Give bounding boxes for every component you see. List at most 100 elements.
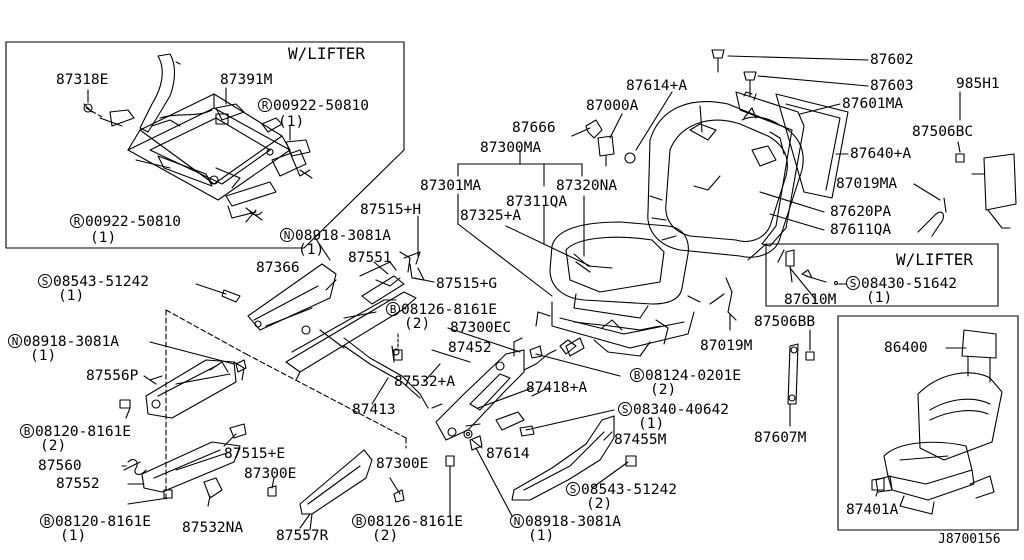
part-87602: 87602 [870,52,914,68]
complete-seat-panel-frame [837,315,1019,531]
part-87300MA: 87300MA [480,140,542,156]
part-number: 00922-50810 [273,98,370,114]
part-number: 08918-3081A [525,514,622,530]
part-87515G: 87515+G [436,276,498,292]
b-marker-icon: B [386,302,400,316]
part-87515H: 87515+H [360,202,422,218]
qty-08126-8161E-top: (2) [404,316,431,332]
r-marker-icon: R [258,98,272,112]
part-87556P: 87556P [86,368,139,384]
part-number: 08124-0201E [645,368,742,384]
part-87366: 87366 [256,260,300,276]
part-87610M: 87610M [784,292,837,308]
part-87401A: 87401A [846,502,899,518]
b-marker-icon: B [630,368,644,382]
b-marker-icon: B [352,514,366,528]
part-87560: 87560 [38,458,82,474]
s-marker-icon: S [38,274,52,288]
part-87607M: 87607M [754,430,807,446]
part-985H1: 985H1 [956,76,1000,92]
rail-assembly [123,251,615,531]
part-number: 08918-3081A [295,228,392,244]
part-87506BB: 87506BB [754,314,816,330]
part-87019M: 87019M [700,338,753,354]
lifter-right-panel-frame [765,243,999,307]
qty-08918-3081A-mid: (1) [30,348,57,364]
part-number: 08918-3081A [23,334,120,350]
part-87455M: 87455M [614,432,667,448]
qty-08120-8161E-bottom: (1) [60,528,87,544]
qty-08543-51242-bottom: (2) [586,496,613,512]
part-87614: 87614 [486,446,530,462]
n-marker-icon: N [8,334,22,348]
diagram-code: J8700156 [938,532,1001,547]
qty-08120-8161E-top: (2) [40,438,67,454]
qty-08430-51642: (1) [866,290,893,306]
lifter-mechanism [83,53,313,221]
r-marker-icon: R [70,214,84,228]
cushion-drawing [535,221,701,357]
lifter-panel-frame [5,41,405,249]
lifter-panel-title: W/LIFTER [288,44,366,63]
part-number: 08126-8161E [367,514,464,530]
part-87418A: 87418+A [526,380,588,396]
b-marker-icon: B [20,424,34,438]
s-marker-icon: S [846,276,860,290]
part-number: 08340-40642 [633,402,730,418]
part-number: 08120-8161E [35,424,132,440]
part-87551: 87551 [348,250,392,266]
n-marker-icon: N [510,514,524,528]
qty-00922-50810-bottom: (1) [90,230,117,246]
hardware [119,49,965,507]
part-87318E: 87318E [56,72,109,88]
qty-08918-3081A-top: (1) [298,242,325,258]
lifter-right-panel-title: W/LIFTER [896,250,974,269]
part-number: 00922-50810 [85,214,182,230]
qty-08543-51242-top: (1) [58,288,85,304]
qty-00922-50810-top: (1) [278,114,305,130]
part-87325A: 87325+A [460,208,522,224]
part-87515E: 87515+E [224,446,286,462]
leader-lines [121,55,967,529]
part-87666: 87666 [512,120,556,136]
part-87452: 87452 [448,340,492,356]
lifter-right-parts [777,249,839,286]
part-87611QA: 87611QA [830,222,892,238]
complete-seat-drawing [875,329,1003,515]
part-87301MA: 87301MA [420,178,482,194]
part-87300E-right: 87300E [376,456,429,472]
lifter-leaders [87,87,291,223]
qty-08124-0201E: (2) [650,382,677,398]
seatback-drawing [647,91,1017,258]
part-number: 08543-51242 [581,482,678,498]
part-87311QA: 87311QA [506,194,568,210]
part-87640A: 87640+A [850,146,912,162]
part-number: 08120-8161E [55,514,152,530]
part-87557R: 87557R [276,528,329,544]
part-87300E-left: 87300E [244,466,297,482]
part-87391M: 87391M [220,72,273,88]
part-87506BC: 87506BC [912,124,974,140]
part-87614A: 87614+A [626,78,688,94]
qty-08340-40642: (1) [638,416,665,432]
part-number: 08430-51642 [861,276,958,292]
qty-08126-8161E-bottom: (2) [372,528,399,544]
s-marker-icon: S [618,402,632,416]
part-number: 08126-8161E [401,302,498,318]
part-87603: 87603 [870,78,914,94]
part-87532A: 87532+A [394,374,456,390]
qty-08918-3081A-bottom: (1) [528,528,555,544]
part-87000A: 87000A [586,98,639,114]
